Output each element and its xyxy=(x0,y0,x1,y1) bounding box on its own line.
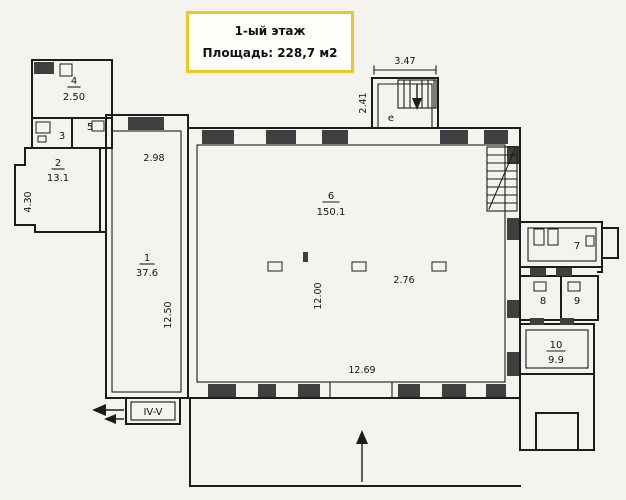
pier xyxy=(530,318,544,325)
room-10-number: 10 xyxy=(550,340,563,351)
entry-stair-arrowhead-icon xyxy=(412,98,422,110)
title-box: 1-ый этаж Площадь: 228,7 м2 xyxy=(186,11,354,74)
pier xyxy=(556,268,572,276)
pier xyxy=(507,352,519,376)
fixture-room9 xyxy=(567,281,581,292)
fixture-room3-small xyxy=(37,135,47,143)
pier xyxy=(507,218,519,240)
stair-diagonal xyxy=(488,148,516,210)
fixture-room7-a xyxy=(533,228,545,246)
column xyxy=(431,261,447,272)
pier xyxy=(440,130,468,144)
pier xyxy=(266,130,296,144)
room-2-number: 2 xyxy=(55,158,61,169)
dim-hall-width: 12.69 xyxy=(348,365,375,376)
room-2-outline xyxy=(14,147,101,233)
hall-inner xyxy=(196,144,506,383)
room-7-bump-outline xyxy=(601,227,619,259)
entry-porch-outline xyxy=(371,77,439,129)
fixture-room8 xyxy=(533,281,547,292)
room-7-outline xyxy=(519,221,603,268)
room-1-area: 37.6 xyxy=(136,268,158,279)
column xyxy=(351,261,367,272)
fixture-room7-b xyxy=(547,228,559,246)
room-6-area: 150.1 xyxy=(317,207,346,218)
hall-outline xyxy=(187,127,521,399)
pier xyxy=(442,384,466,397)
room-4-number: 4 xyxy=(71,76,77,87)
direction-arrows xyxy=(92,84,422,482)
floor-title: 1-ый этаж xyxy=(234,24,306,38)
fixtures xyxy=(35,63,595,292)
room-6-number: 6 xyxy=(328,191,334,202)
pier xyxy=(398,384,420,397)
entrance-up-arrowhead-icon xyxy=(356,430,368,444)
porch-right-outline xyxy=(535,412,579,451)
pier xyxy=(322,130,348,144)
dim-wing-top: 2.98 xyxy=(143,153,164,164)
room-7-inner xyxy=(527,227,597,262)
room-7-number: 7 xyxy=(574,241,580,252)
dim-entry-depth: 2.41 xyxy=(358,92,369,113)
fixture-room3 xyxy=(35,121,51,134)
pier xyxy=(258,384,276,397)
room-3-number: 3 xyxy=(59,131,65,142)
room-1-number: 1 xyxy=(144,253,150,264)
pier xyxy=(202,130,234,144)
column-mark xyxy=(303,252,308,262)
fixture-room7-c xyxy=(585,235,595,247)
room-10-area: 9.9 xyxy=(548,355,564,366)
staircase-hall xyxy=(486,146,518,212)
pier xyxy=(128,117,164,130)
vent-shaft xyxy=(34,62,54,74)
dim-hall-depth: 12.00 xyxy=(313,282,324,309)
room-8-number: 8 xyxy=(540,296,546,307)
pier xyxy=(507,300,519,318)
room-2-area: 13.1 xyxy=(47,173,69,184)
room-5-number: 5 xyxy=(87,122,93,133)
labels: 4 2.50 3 5 2 13.1 1 37.6 6 150.1 7 8 9 1… xyxy=(23,56,580,418)
section-mark-box-inner xyxy=(130,401,176,421)
section-mark-box xyxy=(125,397,181,425)
room-9-number: 9 xyxy=(574,296,580,307)
section-mark-label: IV-V xyxy=(143,407,162,418)
room-1-inner xyxy=(111,130,182,393)
dim-hall-span: 2.76 xyxy=(393,275,414,286)
fixture-room4 xyxy=(59,63,73,77)
wall-connector-right xyxy=(597,266,603,273)
pier xyxy=(560,318,574,325)
rooms-8-9-outline xyxy=(519,275,599,321)
dim-entry-width: 3.47 xyxy=(394,56,415,67)
pier xyxy=(484,130,508,144)
pier xyxy=(208,384,236,397)
pier xyxy=(530,268,546,276)
wall-piers xyxy=(34,62,574,397)
total-area-label: Площадь: 228,7 м2 xyxy=(202,45,338,60)
column xyxy=(267,261,283,272)
room-4-area: 2.50 xyxy=(63,92,85,103)
dim-room1-depth: 12.50 xyxy=(163,301,174,328)
pier xyxy=(486,384,506,397)
room-10-inner xyxy=(525,329,589,369)
entry-porch-inner xyxy=(377,83,433,129)
room-10-outline xyxy=(519,323,595,375)
staircase-entry xyxy=(397,79,437,109)
room-number-underlines xyxy=(51,86,566,352)
fixture-room5 xyxy=(91,120,105,132)
pier xyxy=(298,384,320,397)
dim-room2-depth: 4.30 xyxy=(23,191,34,212)
interior-walls xyxy=(111,65,597,421)
exterior-walls xyxy=(14,59,619,487)
section-left-arrowhead-icon xyxy=(92,404,106,416)
entry-stair-label: е xyxy=(388,113,394,124)
section-left-arrowhead2-icon xyxy=(104,414,116,424)
